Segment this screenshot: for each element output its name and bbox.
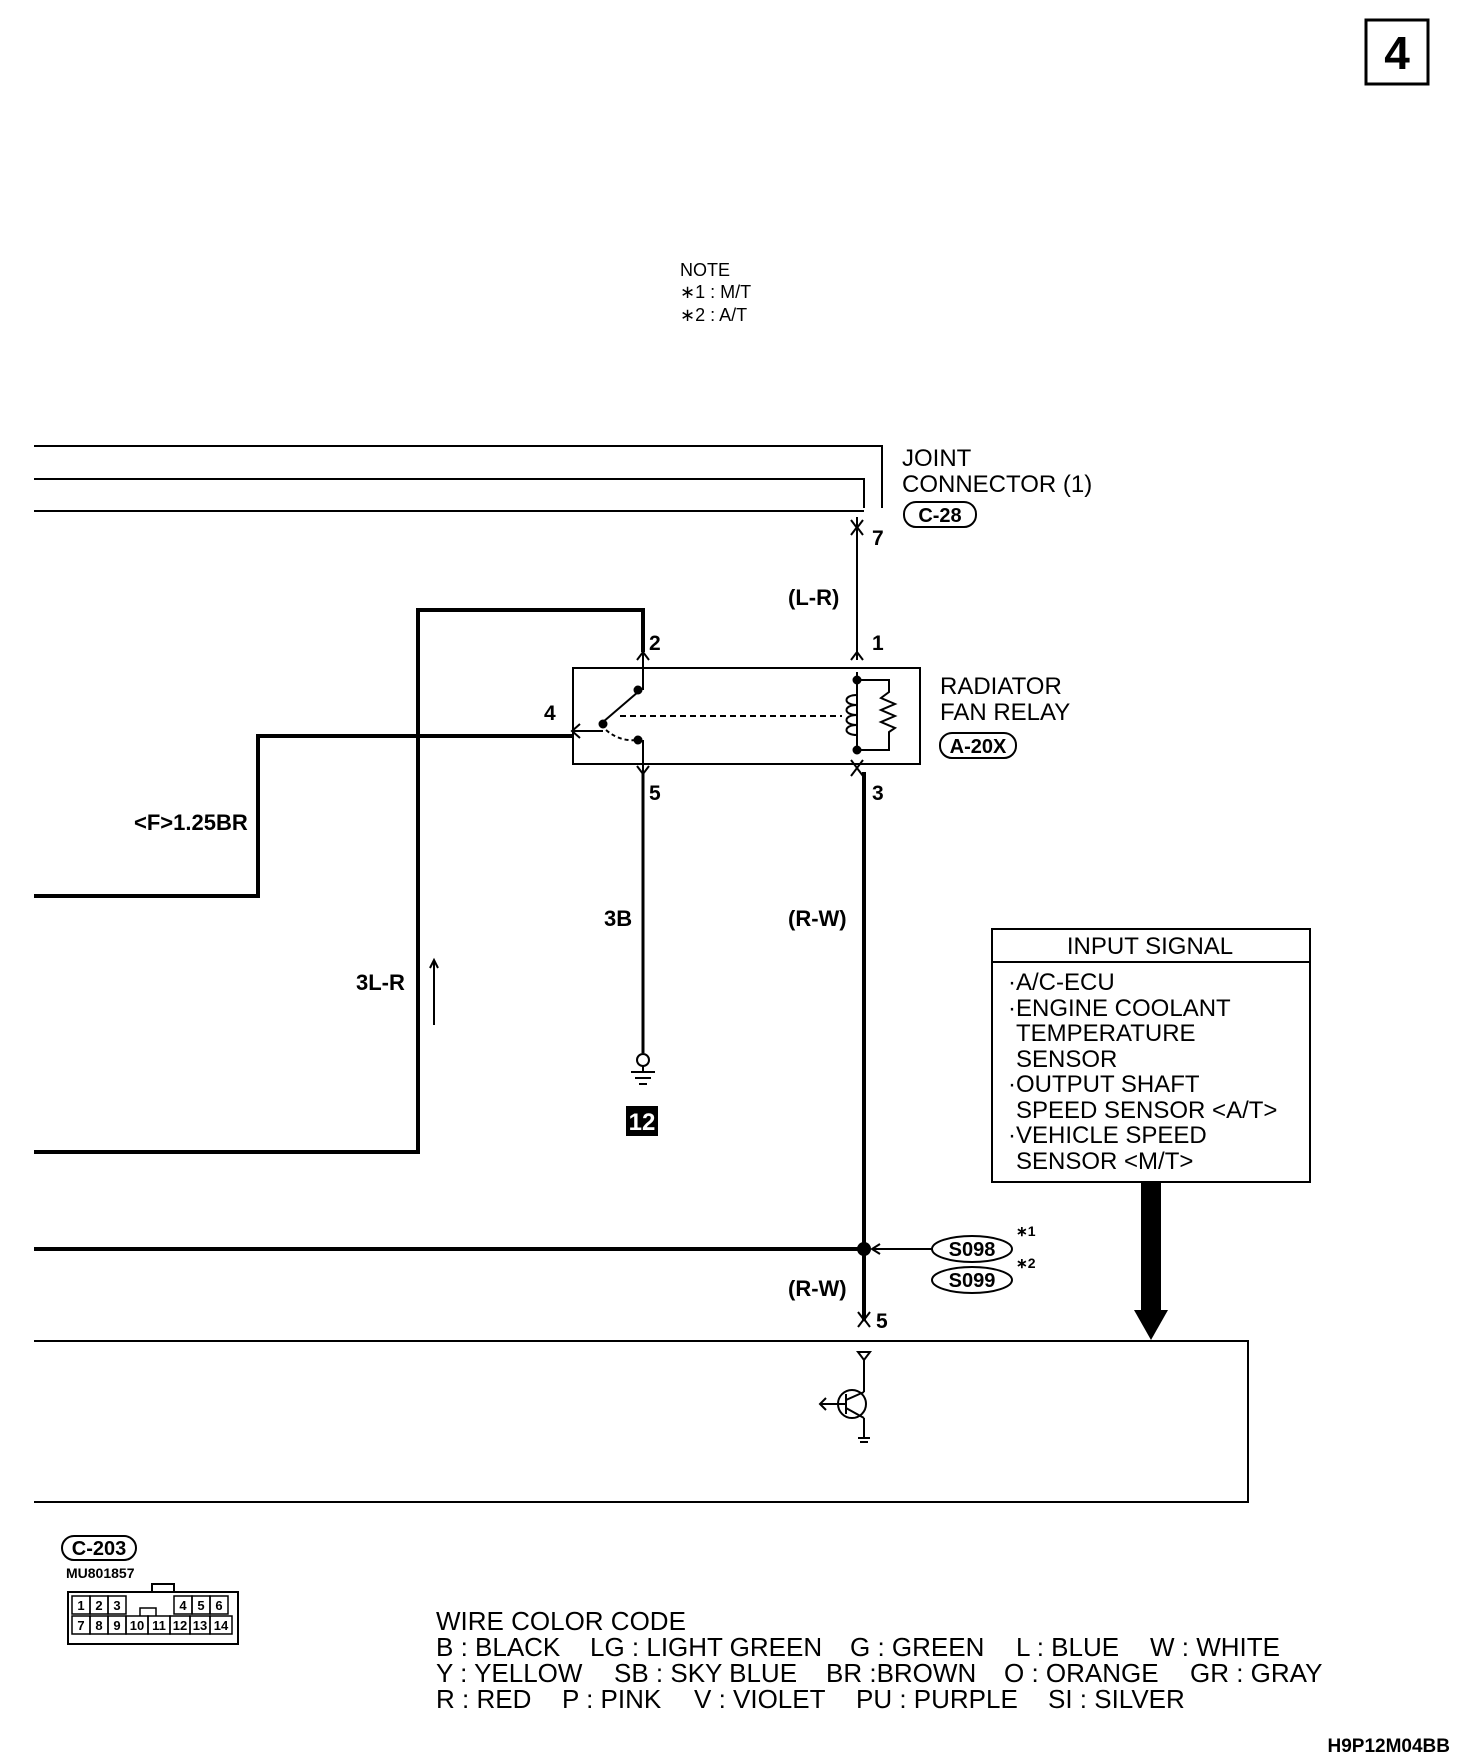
relay-pin-2: 2 <box>649 632 661 655</box>
ground-number: 12 <box>629 1109 656 1136</box>
wire-rw-lower-label: (R-W) <box>788 1276 847 1301</box>
lr-wire <box>850 517 864 661</box>
note-item-1: ∗1 : M/T <box>680 282 751 302</box>
c203-cell-11: 11 <box>152 1618 166 1633</box>
joint-connector-code: C-28 <box>918 505 961 527</box>
color-gr: GR : GRAY <box>1190 1658 1322 1688</box>
color-l: L : BLUE <box>1016 1632 1119 1662</box>
relay-code: A-20X <box>950 736 1007 758</box>
radiator-fan-relay: 2 1 4 5 3 <box>544 632 1070 805</box>
figure-code: H9P12M04BB <box>1328 1736 1451 1757</box>
color-w: W : WHITE <box>1150 1632 1280 1662</box>
color-p: P : PINK <box>562 1684 662 1714</box>
splice-callouts: S098 ∗1 S099 ∗2 <box>870 1223 1036 1294</box>
note-item-2: ∗2 : A/T <box>680 305 747 325</box>
splice-code-2: S099 <box>949 1270 996 1292</box>
wire-rw-upper-label: (R-W) <box>788 906 847 931</box>
wire-f125br <box>34 734 572 898</box>
connector-c203-part-number: MU801857 <box>66 1565 135 1581</box>
color-o: O : ORANGE <box>1004 1658 1159 1688</box>
color-pu: PU : PURPLE <box>856 1684 1018 1714</box>
color-lg: LG : LIGHT GREEN <box>590 1632 822 1662</box>
relay-name-1: RADIATOR <box>940 673 1062 700</box>
color-br: BR :BROWN <box>826 1658 976 1688</box>
input-signal-line-8: SENSOR <M/T> <box>1016 1148 1193 1175</box>
splice-mark-1: ∗1 <box>1016 1223 1036 1239</box>
ecu-block: 5 <box>34 1310 1249 1503</box>
input-signal-line-1: ·A/C-ECU <box>1008 969 1115 996</box>
c203-cell-6: 6 <box>215 1598 222 1613</box>
relay-pin-1: 1 <box>872 632 884 655</box>
lr-wire-label: (L-R) <box>788 585 839 610</box>
input-signal-line-2: ·ENGINE COOLANT <box>1008 995 1231 1022</box>
c203-cell-9: 9 <box>113 1618 120 1633</box>
color-y: Y : YELLOW <box>436 1658 583 1688</box>
c203-cell-7: 7 <box>77 1618 84 1633</box>
connector-c203: C-203 MU801857 1 2 3 4 5 6 7 8 <box>61 1535 239 1645</box>
input-signal-title: INPUT SIGNAL <box>1067 933 1233 960</box>
joint-connector-code-frame <box>903 501 977 528</box>
c203-cell-14: 14 <box>214 1618 229 1633</box>
relay-name-2: FAN RELAY <box>940 699 1070 726</box>
c203-cell-2: 2 <box>95 1598 102 1613</box>
joint-connector-name-1: JOINT <box>902 445 972 472</box>
c203-cell-10: 10 <box>130 1618 144 1633</box>
color-v: V : VIOLET <box>694 1684 826 1714</box>
input-signal-box: INPUT SIGNAL ·A/C-ECU ·ENGINE COOLANT TE… <box>991 928 1311 1183</box>
ecu-pin: 5 <box>876 1310 888 1333</box>
c203-cell-12: 12 <box>173 1618 187 1633</box>
wire-3b-label: 3B <box>604 906 632 931</box>
wire-f125br-label: <F>1.25BR <box>134 810 248 835</box>
wire-color-code-title: WIRE COLOR CODE <box>436 1606 686 1636</box>
relay-pin-3: 3 <box>872 782 884 805</box>
ground-number-badge: 12 <box>626 1106 658 1136</box>
c203-cell-13: 13 <box>193 1618 207 1633</box>
page-number-box: 4 <box>1364 18 1430 86</box>
input-signal-line-3: TEMPERATURE <box>1016 1020 1196 1047</box>
c203-cell-8: 8 <box>95 1618 102 1633</box>
splice-mark-2: ∗2 <box>1016 1255 1036 1271</box>
c203-cell-5: 5 <box>197 1598 204 1613</box>
note-title: NOTE <box>680 260 730 280</box>
c203-cell-3: 3 <box>113 1598 120 1613</box>
page-number: 4 <box>1384 27 1410 79</box>
connector-c203-code: C-203 <box>72 1538 126 1560</box>
wire-3lr-label: 3L-R <box>356 970 405 995</box>
splice-code-1: S098 <box>949 1239 996 1261</box>
c203-cell-4: 4 <box>179 1598 187 1613</box>
input-signal-line-4: SENSOR <box>1016 1046 1117 1073</box>
wire-3lr <box>34 608 645 1154</box>
c203-cell-1: 1 <box>77 1598 84 1613</box>
color-g: G : GREEN <box>850 1632 984 1662</box>
color-sb: SB : SKY BLUE <box>614 1658 797 1688</box>
wire-color-code: WIRE COLOR CODE B : BLACK LG : LIGHT GRE… <box>436 1606 1322 1714</box>
color-r: R : RED <box>436 1684 531 1714</box>
input-signal-line-6: SPEED SENSOR <A/T> <box>1016 1097 1277 1124</box>
joint-connector: JOINT CONNECTOR (1) C-28 7 <box>872 445 1092 550</box>
color-b: B : BLACK <box>436 1632 561 1662</box>
input-signal-line-5: ·OUTPUT SHAFT <box>1008 1071 1200 1098</box>
joint-connector-name-2: CONNECTOR (1) <box>902 471 1092 498</box>
note-block: NOTE ∗1 : M/T ∗2 : A/T <box>680 260 751 325</box>
relay-pin-4: 4 <box>544 702 556 725</box>
relay-code-frame <box>939 732 1017 759</box>
current-direction-arrow <box>429 957 439 1025</box>
joint-connector-pin: 7 <box>872 527 884 550</box>
input-signal-arrow <box>1134 1182 1168 1340</box>
relay-pin-5: 5 <box>649 782 661 805</box>
joint-connector-wires <box>34 445 883 512</box>
transistor-icon <box>818 1351 872 1443</box>
ground-icon <box>631 1053 655 1085</box>
color-si: SI : SILVER <box>1048 1684 1185 1714</box>
input-signal-line-7: ·VEHICLE SPEED <box>1008 1122 1207 1149</box>
splice-point <box>857 1242 871 1256</box>
